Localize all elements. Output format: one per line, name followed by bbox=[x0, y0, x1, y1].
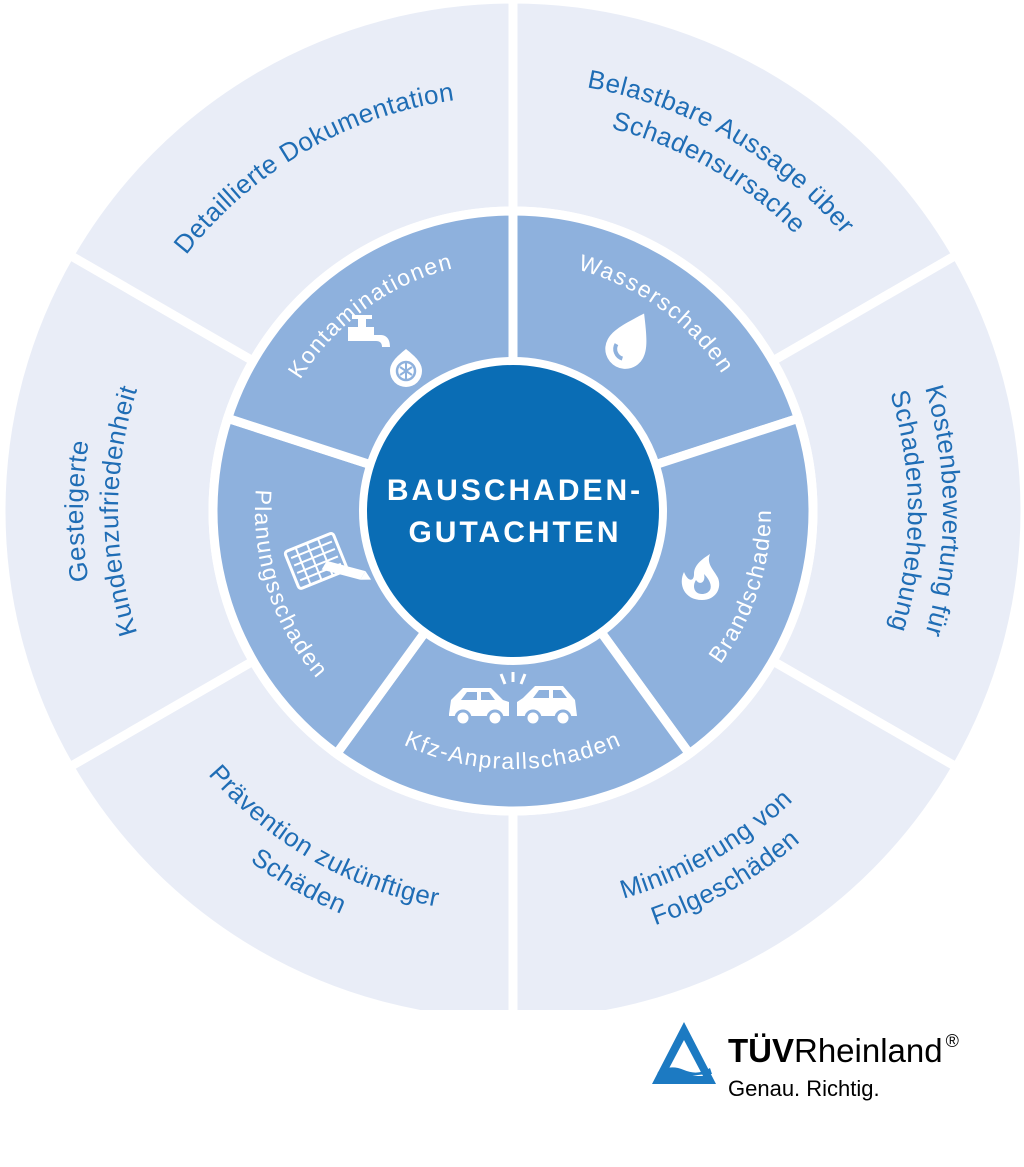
tuv-rheinland-logo: TÜVRheinland® Genau. Richtig. bbox=[648, 1018, 1008, 1108]
logo-brand-bold: TÜV bbox=[728, 1032, 794, 1069]
tuv-triangle-icon bbox=[652, 1022, 716, 1084]
flame-icon bbox=[681, 554, 720, 600]
outer-ring: Belastbare Aussage überSchadensursacheKo… bbox=[0, 0, 1024, 1010]
center-title-line2: GUTACHTEN bbox=[408, 516, 621, 549]
inner-ring: WasserschadenBrandschadenKfz-Anprallscha… bbox=[208, 206, 818, 816]
center-disc bbox=[359, 357, 667, 665]
center-title-line1: BAUSCHADEN- bbox=[387, 474, 643, 507]
water-drop-icon bbox=[605, 313, 647, 369]
segment-icons bbox=[283, 313, 720, 727]
logo-slogan: Genau. Richtig. bbox=[728, 1076, 880, 1101]
blueprint-pencil-icon bbox=[283, 532, 372, 590]
logo-brand-regular: Rheinland bbox=[794, 1032, 943, 1069]
outer-segment-label: Gesteigerte bbox=[59, 438, 95, 584]
logo-registered-mark: ® bbox=[945, 1031, 959, 1051]
car-collision-icon bbox=[449, 672, 577, 727]
faucet-contamination-icon bbox=[348, 315, 422, 387]
damage-assessment-diagram: Belastbare Aussage überSchadensursacheKo… bbox=[0, 0, 1024, 1010]
logo-wordmark: TÜVRheinland® bbox=[728, 1031, 959, 1069]
